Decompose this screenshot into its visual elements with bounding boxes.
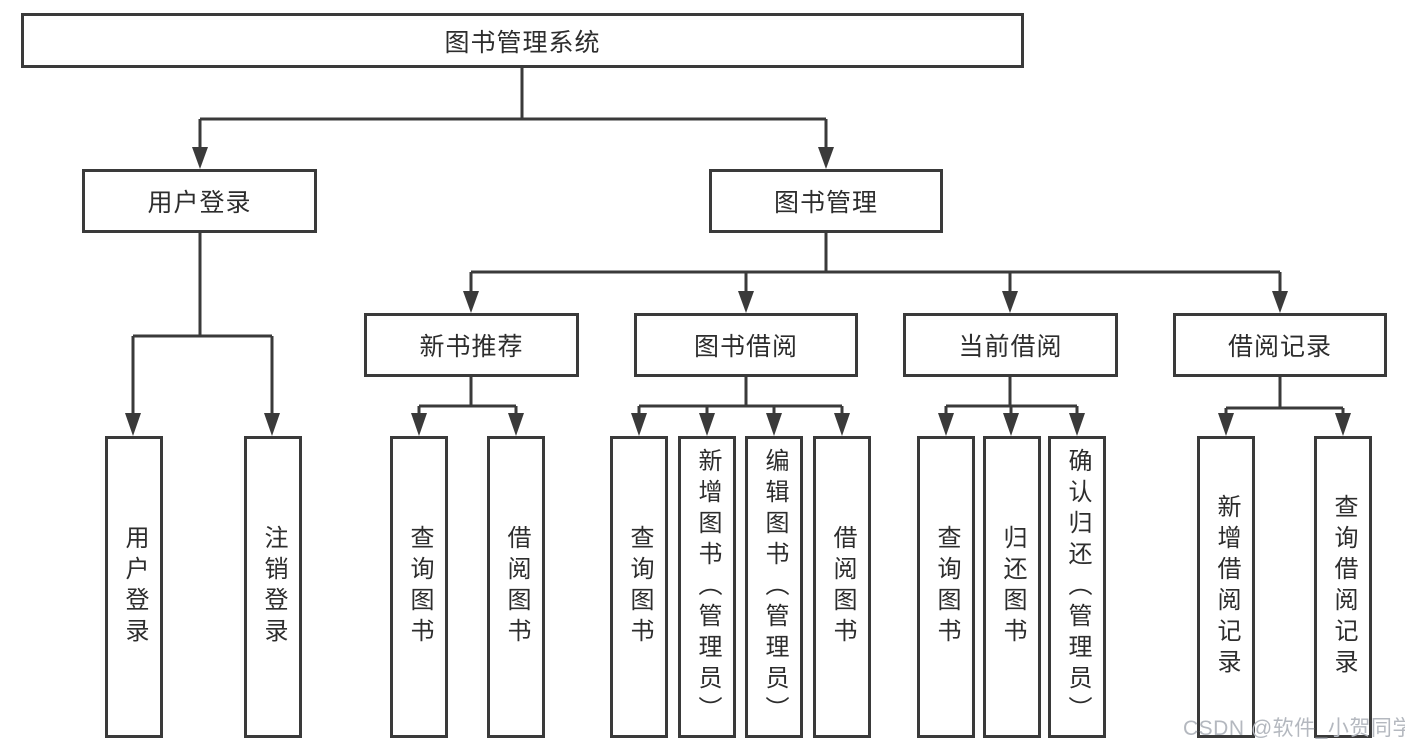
leaf-add-borrow-record-label: 新增借阅记录 [1213, 494, 1240, 680]
leaf-borrow-books: 借阅图书 [813, 436, 871, 738]
leaf-add-books-admin: 新增图书（管理员） [678, 436, 736, 738]
leaf-recommend-query-books: 查询图书 [390, 436, 448, 738]
node-book-borrow-label: 图书借阅 [693, 333, 798, 361]
node-root-system: 图书管理系统 [21, 13, 1024, 68]
node-current-borrow: 当前借阅 [903, 313, 1118, 377]
leaf-return-books: 归还图书 [983, 436, 1041, 738]
leaf-borrow-books-label: 借阅图书 [829, 525, 856, 649]
leaf-user-login: 用户登录 [105, 436, 163, 738]
leaf-current-query-books-label: 查询图书 [933, 525, 960, 649]
node-book-management: 图书管理 [709, 169, 943, 233]
leaf-add-books-admin-label: 新增图书（管理员） [694, 447, 721, 727]
leaf-borrow-query-books: 查询图书 [610, 436, 668, 738]
node-new-book-recommend-label: 新书推荐 [419, 333, 524, 361]
leaf-return-books-label: 归还图书 [999, 525, 1026, 649]
leaf-logout: 注销登录 [244, 436, 302, 738]
leaf-user-login-label: 用户登录 [121, 525, 148, 649]
leaf-confirm-return-admin: 确认归还（管理员） [1048, 436, 1106, 738]
node-borrow-records-label: 借阅记录 [1227, 333, 1332, 361]
node-new-book-recommend: 新书推荐 [364, 313, 579, 377]
leaf-logout-label: 注销登录 [260, 525, 287, 649]
leaf-current-query-books: 查询图书 [917, 436, 975, 738]
leaf-edit-books-admin: 编辑图书（管理员） [745, 436, 803, 738]
leaf-add-borrow-record: 新增借阅记录 [1197, 436, 1255, 738]
leaf-edit-books-admin-label: 编辑图书（管理员） [761, 447, 788, 727]
node-user-login-label: 用户登录 [147, 189, 252, 217]
node-book-borrow: 图书借阅 [634, 313, 858, 377]
node-current-borrow-label: 当前借阅 [958, 333, 1063, 361]
leaf-recommend-borrow-books: 借阅图书 [487, 436, 545, 738]
csdn-watermark: CSDN @软件_小贺同学 [1183, 717, 1405, 740]
arrowheads [125, 147, 1351, 436]
node-user-login: 用户登录 [82, 169, 317, 233]
node-book-management-label: 图书管理 [773, 189, 878, 217]
leaf-recommend-borrow-books-label: 借阅图书 [503, 525, 530, 649]
node-borrow-records: 借阅记录 [1173, 313, 1387, 377]
leaf-confirm-return-admin-label: 确认归还（管理员） [1064, 447, 1091, 727]
leaf-recommend-query-books-label: 查询图书 [406, 525, 433, 649]
leaf-query-borrow-record: 查询借阅记录 [1314, 436, 1372, 738]
leaf-borrow-query-books-label: 查询图书 [626, 525, 653, 649]
node-root-label: 图书管理系统 [444, 28, 601, 57]
leaf-query-borrow-record-label: 查询借阅记录 [1330, 494, 1357, 680]
